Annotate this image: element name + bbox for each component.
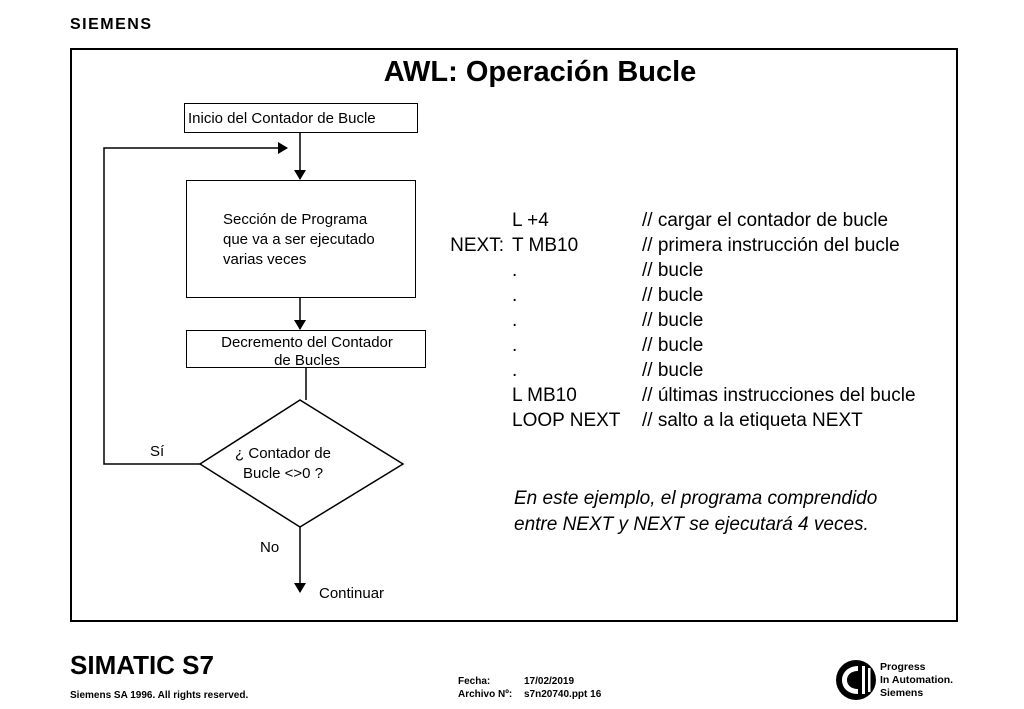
code-instruction: . [512, 360, 518, 381]
loop-counter-start-box: Inicio del Contador de Bucle [184, 103, 418, 133]
decrement-box-label: Decremento del Contador de Bucles [221, 334, 393, 369]
code-comment: // bucle [642, 335, 704, 356]
code-instruction: LOOP NEXT [512, 410, 621, 431]
code-instruction: . [512, 260, 518, 281]
loop-back-arrow [103, 142, 288, 465]
code-comment: // salto a la etiqueta NEXT [642, 410, 863, 431]
code-comment: // bucle [642, 360, 704, 381]
code-instruction: L +4 [512, 210, 549, 231]
decision-label: ¿ Contador de Bucle <>0 ? [235, 445, 331, 482]
explanation-note: En este ejemplo, el programa comprendido… [514, 488, 878, 535]
code-comment: // cargar el contador de bucle [642, 210, 889, 231]
code-comment: // bucle [642, 260, 704, 281]
decrement-counter-box: Decremento del Contador de Bucles [186, 330, 426, 369]
slide-frame [70, 48, 958, 622]
code-instruction: L MB10 [512, 385, 577, 406]
start-box-label: Inicio del Contador de Bucle [188, 110, 376, 127]
yes-label: Sí [150, 443, 165, 460]
file-label: Archivo Nº: [458, 689, 513, 700]
file-value: s7n20740.ppt 16 [524, 689, 602, 700]
code-instruction: . [512, 310, 518, 331]
siemens-logo-text: SIEMENS [70, 16, 153, 33]
date-label: Fecha: [458, 676, 491, 687]
code-instruction: T MB10 [512, 235, 579, 256]
slogan-text: Progress In Automation. Siemens [880, 661, 954, 699]
date-value: 17/02/2019 [524, 676, 575, 687]
continue-label: Continuar [319, 585, 385, 602]
code-label: NEXT: [450, 235, 504, 256]
code-comment: // bucle [642, 310, 704, 331]
program-section-box: Sección de Programa que va a ser ejecuta… [186, 180, 416, 298]
code-comment: // primera instrucción del bucle [642, 235, 900, 256]
copyright-text: Siemens SA 1996. All rights reserved. [70, 690, 249, 701]
section-box-label: Sección de Programa que va a ser ejecuta… [223, 211, 375, 268]
code-instruction: . [512, 335, 518, 356]
slide-title: AWL: Operación Bucle [383, 56, 697, 88]
decision-diamond [198, 399, 405, 528]
product-title: SIMATIC S7 [70, 650, 214, 680]
document-meta: Fecha: 17/02/2019 Archivo Nº: s7n20740.ppt… [458, 675, 601, 701]
no-label: No [260, 539, 280, 556]
awl-code-listing: L +4 // cargar el contador de bucle NEXT… [432, 208, 952, 438]
code-comment: // bucle [642, 285, 704, 306]
siemens-swoosh-logo-icon [836, 660, 876, 700]
code-instruction: . [512, 285, 518, 306]
code-comment: // últimas instrucciones del bucle [642, 385, 916, 406]
